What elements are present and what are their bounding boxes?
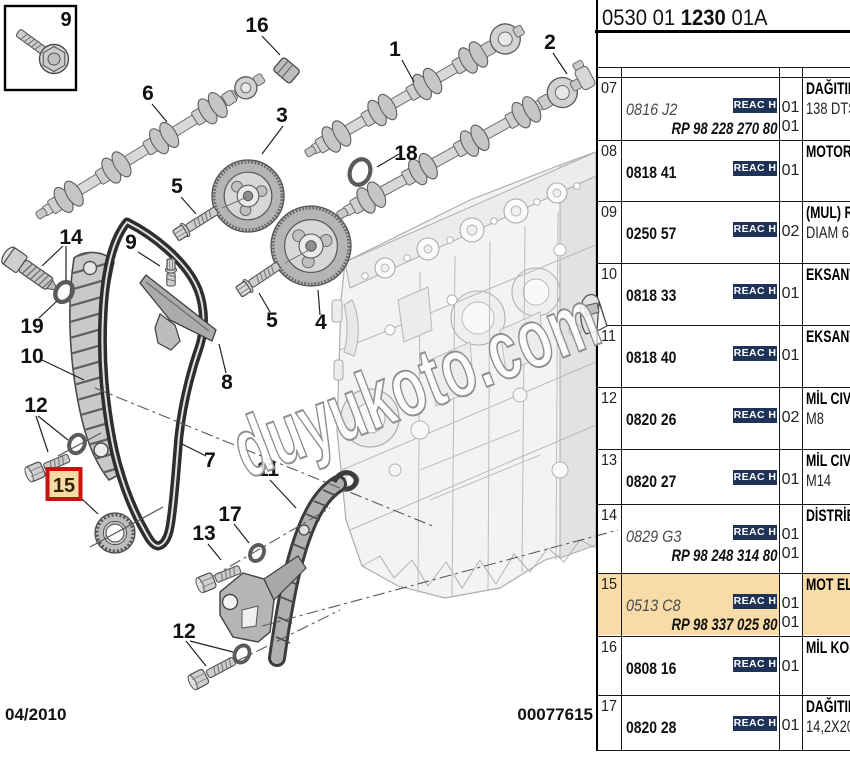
svg-text:16: 16 (245, 14, 268, 37)
svg-text:8: 8 (221, 371, 233, 394)
svg-text:00077615: 00077615 (517, 705, 593, 724)
svg-text:18: 18 (394, 142, 418, 165)
svg-text:11: 11 (257, 458, 280, 481)
svg-text:9: 9 (60, 9, 71, 31)
svg-text:12: 12 (24, 394, 47, 417)
svg-text:19: 19 (20, 315, 43, 338)
svg-text:17: 17 (218, 503, 241, 526)
svg-text:7: 7 (204, 449, 216, 472)
svg-text:12: 12 (172, 620, 195, 643)
svg-text:15: 15 (53, 475, 75, 497)
svg-text:13: 13 (192, 522, 215, 545)
svg-text:1: 1 (389, 38, 401, 61)
svg-text:04/2010: 04/2010 (5, 705, 66, 724)
svg-text:3: 3 (276, 104, 288, 127)
svg-text:5: 5 (266, 309, 278, 332)
svg-text:9: 9 (125, 231, 137, 254)
svg-text:6: 6 (142, 82, 154, 105)
svg-text:2: 2 (544, 31, 556, 54)
svg-text:14: 14 (59, 226, 83, 249)
svg-text:4: 4 (315, 311, 327, 334)
svg-text:5: 5 (171, 175, 183, 198)
svg-text:10: 10 (20, 345, 43, 368)
